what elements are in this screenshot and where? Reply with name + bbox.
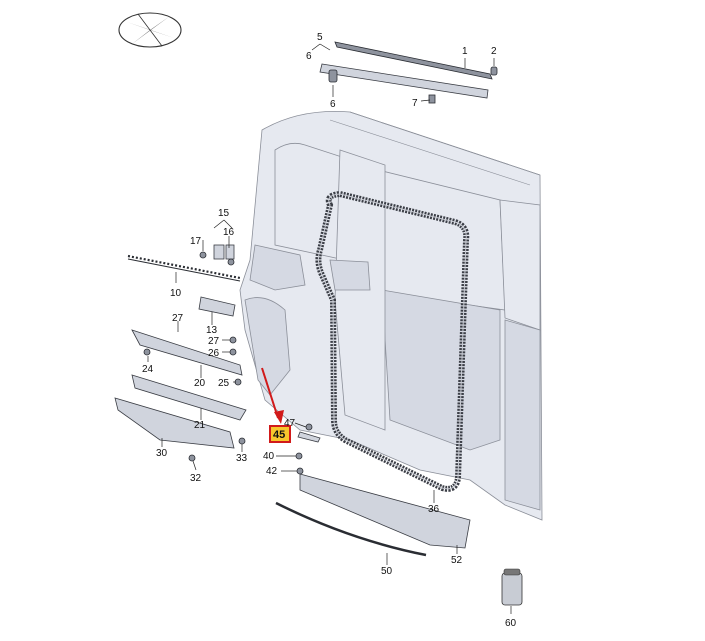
callout-33: 33 bbox=[236, 453, 248, 464]
callout-6-upper: 6 bbox=[306, 51, 312, 62]
callout-47: 47 bbox=[284, 418, 296, 429]
callout-24: 24 bbox=[142, 364, 154, 375]
clip-strip-10 bbox=[127, 254, 241, 280]
callout-60: 60 bbox=[505, 618, 517, 629]
roof-trim-1 bbox=[334, 41, 493, 80]
compass-logo-icon bbox=[118, 12, 182, 48]
callout-52: 52 bbox=[451, 555, 463, 566]
callout-30: 30 bbox=[156, 448, 168, 459]
sill-cover-30 bbox=[114, 397, 235, 449]
callout-27-upper: 27 bbox=[172, 313, 184, 324]
highlight-arrow bbox=[261, 367, 284, 424]
callout-36: 36 bbox=[428, 504, 440, 515]
callout-17: 17 bbox=[190, 236, 202, 247]
callout-2: 2 bbox=[491, 46, 497, 57]
callout-26: 26 bbox=[208, 348, 220, 359]
callout-45: 45 bbox=[273, 429, 285, 441]
callout-20: 20 bbox=[194, 378, 206, 389]
callout-7: 7 bbox=[412, 98, 418, 109]
callout-labels: 1 2 5 6 6 7 10 13 15 16 17 20 21 24 25 2… bbox=[142, 32, 517, 629]
callout-6-lower: 6 bbox=[330, 99, 336, 110]
callout-15: 15 bbox=[218, 208, 230, 219]
callout-13: 13 bbox=[206, 325, 218, 336]
sill-20 bbox=[131, 329, 243, 376]
callout-25: 25 bbox=[218, 378, 230, 389]
callout-21: 21 bbox=[194, 420, 206, 431]
callout-10: 10 bbox=[170, 288, 182, 299]
sill-21 bbox=[131, 374, 247, 421]
callout-42: 42 bbox=[266, 466, 278, 477]
callout-32: 32 bbox=[190, 473, 202, 484]
callout-16: 16 bbox=[223, 227, 235, 238]
callout-1: 1 bbox=[462, 46, 468, 57]
vehicle-body bbox=[239, 111, 543, 521]
callout-50: 50 bbox=[381, 566, 393, 577]
trim-50 bbox=[275, 501, 427, 557]
callout-40: 40 bbox=[263, 451, 275, 462]
callout-5: 5 bbox=[317, 32, 323, 43]
highlight-box-45 bbox=[269, 425, 291, 443]
sill-plate-52 bbox=[299, 473, 471, 549]
callout-27-lower: 27 bbox=[208, 336, 220, 347]
roof-trim-6 bbox=[319, 63, 489, 99]
touch-up-can-60 bbox=[501, 568, 523, 606]
